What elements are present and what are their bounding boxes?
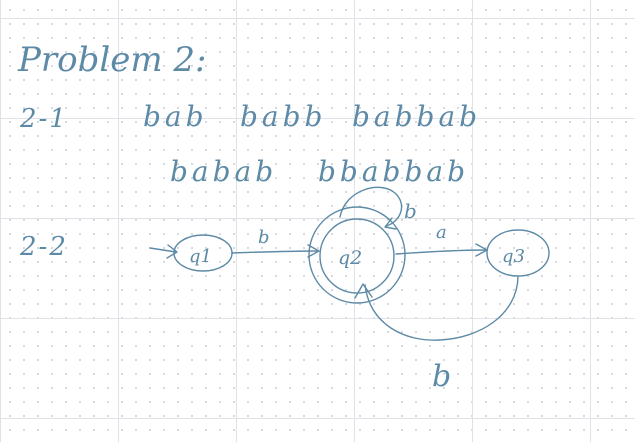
- edge-q2-q3-label: a: [436, 222, 447, 243]
- problem-title: Problem 2:: [18, 40, 207, 80]
- edge-q2-self-loop-label: b: [404, 199, 417, 223]
- part-2-1-label: 2-1: [20, 104, 68, 134]
- state-q1-label: q1: [189, 246, 212, 267]
- edge-q2-self-loop: [339, 186, 403, 227]
- edge-q1-q2: [231, 250, 319, 254]
- edge-q2-self-loop-head: [384, 217, 397, 230]
- state-q3-label: q3: [502, 246, 525, 267]
- edge-q3-q2-label: b: [432, 359, 451, 394]
- state-q2-label: q2: [338, 247, 362, 269]
- example-string: babbab: [352, 100, 482, 133]
- state-q2-inner-circle: [319, 218, 395, 294]
- part-2-2-label: 2-2: [20, 232, 68, 262]
- start-arrow: [149, 247, 177, 253]
- state-q2-outer-circle: [308, 206, 406, 304]
- edge-q3-q2: [364, 276, 519, 341]
- edge-q1-q2-head: [307, 244, 320, 258]
- example-string: babb: [240, 100, 327, 133]
- edge-q3-q2-head: [354, 283, 373, 299]
- edge-q2-q3: [395, 249, 486, 255]
- example-string: bbabbab: [318, 155, 470, 188]
- example-string: bab: [143, 100, 208, 133]
- edge-q1-q2-label: b: [258, 227, 270, 248]
- start-arrow-head: [166, 244, 178, 259]
- state-q3-circle: [486, 229, 550, 277]
- example-string: babab: [170, 155, 278, 188]
